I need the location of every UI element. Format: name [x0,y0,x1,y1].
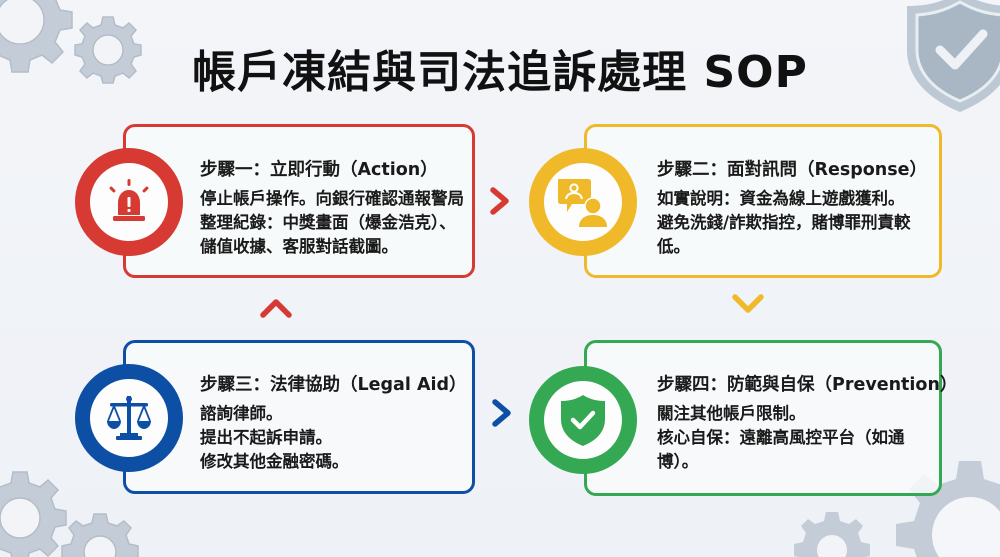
gear-icon [0,471,67,557]
step-2-line: 如實說明：資金為線上遊戲獲利。 [657,189,905,208]
step-2-badge [529,148,637,256]
gear-icon [74,16,142,84]
step-card-4 [584,340,942,496]
shield-check-icon [561,395,605,446]
step-3-line: 提出不起訴申請。 [200,428,332,447]
gear-icon [0,0,73,73]
step-3-heading: 步驟三：法律協助（Legal Aid） [200,375,467,395]
step-4-badge [529,366,637,474]
step-card-2 [584,124,942,278]
step-1-line: 儲值收據、客服對話截圖。 [200,237,398,256]
step-1-line: 停止帳戶操作。向銀行確認通報警局 [200,189,464,208]
step-4-content: 步驟四：防範與自保（Prevention） 關注其他帳戶限制。 核心自保：遠離高… [657,371,957,474]
arrow-right-icon [492,399,511,427]
gear-icon [61,513,139,557]
step-4-heading: 步驟四：防範與自保（Prevention） [657,375,958,395]
person-speech-bubble-icon [558,179,607,227]
step-2-line: 低。 [657,237,690,256]
step-1-content: 步驟一：立即行動（Action） 停止帳戶操作。向銀行確認通報警局 整理紀錄：中… [200,156,464,259]
gear-icon [794,512,870,557]
step-3-line: 諮詢律師。 [200,404,283,423]
step-1-badge [75,148,183,256]
step-3-line: 修改其他金融密碼。 [200,452,349,471]
step-2-heading: 步驟二：面對訊問（Response） [657,160,928,180]
siren-alert-icon [109,179,149,221]
step-3-badge [75,364,183,472]
arrow-up-icon [260,299,292,318]
step-1-heading: 步驟一：立即行動（Action） [200,160,438,180]
scales-of-justice-icon [107,396,151,440]
step-1-line: 整理紀錄：中獎畫面（爆金浩克）、 [200,213,456,232]
step-4-line: 核心自保：遠離高風控平台（如通 [657,428,905,447]
arrow-right-icon [490,187,509,215]
page-title: 帳戶凍結與司法追訴處理 SOP [192,47,808,98]
step-4-line: 博）。 [657,452,699,471]
step-2-content: 步驟二：面對訊問（Response） 如實說明：資金為線上遊戲獲利。 避免洗錢/… [657,156,927,259]
step-3-content: 步驟三：法律協助（Legal Aid） 諮詢律師。 提出不起訴申請。 修改其他金… [200,371,467,474]
step-4-line: 關注其他帳戶限制。 [657,404,806,423]
shield-check-icon [907,0,1000,112]
step-2-line: 避免洗錢/詐欺指控，賭博罪刑責較 [657,213,911,232]
arrow-down-icon [732,294,764,313]
